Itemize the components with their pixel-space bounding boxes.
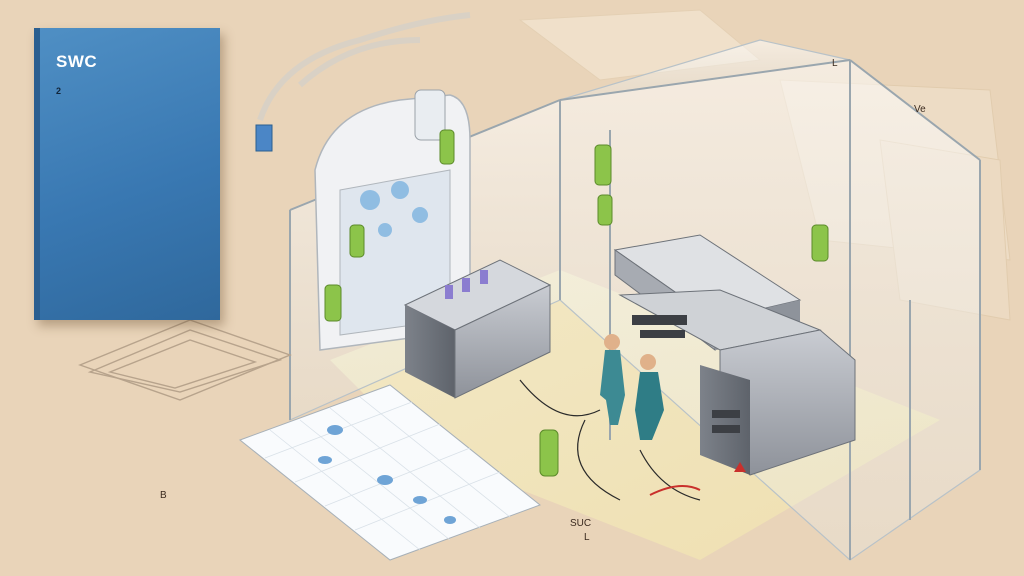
blue-valve xyxy=(255,124,273,152)
blueprint-sheet xyxy=(238,384,542,561)
steel-workstation xyxy=(613,234,856,476)
booklet-subtitle: 2 xyxy=(56,86,62,96)
booklet: SWC 2 xyxy=(34,28,220,320)
cables xyxy=(519,379,701,501)
label-bottom-center-2: L xyxy=(584,532,590,543)
label-bottom-center-1: SUC xyxy=(570,518,592,529)
lab-bench xyxy=(403,259,552,399)
wireframe-tray xyxy=(78,319,292,401)
tall-machine xyxy=(314,89,471,351)
label-right-upper: Ve xyxy=(914,104,926,115)
label-bottom-left: B xyxy=(160,490,167,501)
label-top-right: L xyxy=(832,58,838,69)
booklet-brand: SWC xyxy=(56,52,98,71)
green-canisters xyxy=(324,129,829,477)
technicians xyxy=(600,334,664,440)
red-cable xyxy=(649,485,701,496)
red-arrow xyxy=(734,462,746,472)
overhead-pipes xyxy=(257,12,471,121)
